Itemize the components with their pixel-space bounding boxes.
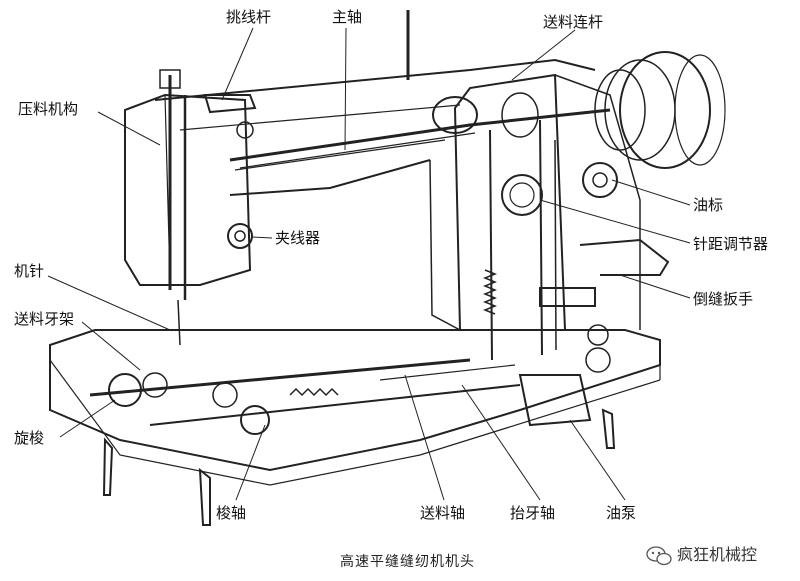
label-hook-shaft: 梭轴 — [216, 504, 246, 522]
leader-lines — [47, 27, 691, 501]
label-feed-shaft: 送料轴 — [420, 504, 465, 522]
label-main-shaft: 主轴 — [332, 8, 362, 26]
label-stitch-regulator: 针距调节器 — [693, 235, 768, 253]
diagram-caption: 高速平缝缝纫机机头 — [340, 553, 475, 570]
label-needle: 机针 — [14, 262, 44, 280]
label-presser: 压料机构 — [18, 100, 78, 118]
label-rotary-hook: 旋梭 — [14, 429, 44, 447]
label-reverse-lever: 倒缝扳手 — [693, 290, 753, 308]
label-thread-take-up: 挑线杆 — [226, 8, 271, 26]
watermark-text: 疯狂机械控 — [677, 545, 757, 564]
label-oil-pump: 油泵 — [606, 504, 636, 522]
watermark: 疯狂机械控 — [646, 545, 757, 566]
label-feed-link: 送料连杆 — [543, 13, 603, 31]
label-feed-dog-frame: 送料牙架 — [14, 310, 74, 328]
part-labels: 挑线杆 主轴 送料连杆 压料机构 油标 夹线器 针距调节器 机针 倒缝扳手 送料… — [14, 8, 768, 522]
machine-illustration — [49, 10, 726, 526]
wechat-icon — [646, 546, 672, 566]
label-lift-shaft: 抬牙轴 — [510, 504, 555, 522]
label-tension: 夹线器 — [275, 229, 320, 247]
label-oil-gauge: 油标 — [693, 196, 723, 214]
